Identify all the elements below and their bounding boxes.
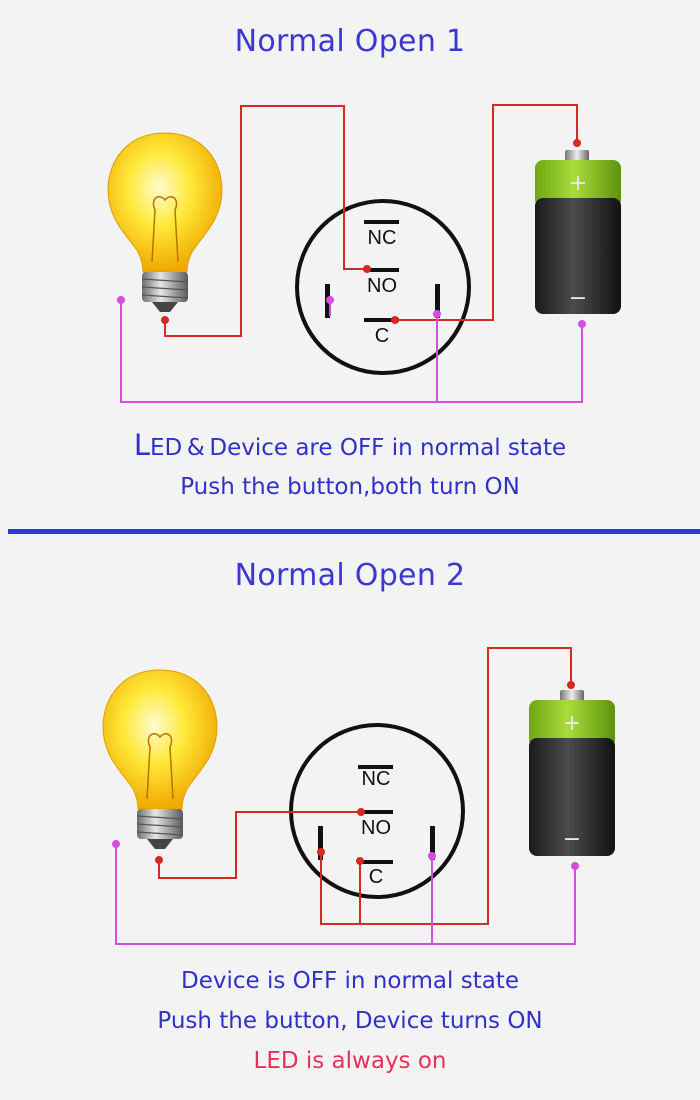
section1-caption-line2: Push the button,both turn ON <box>180 474 520 500</box>
no-label: NO <box>361 817 391 839</box>
nc-terminal <box>364 220 399 224</box>
magenta-wires <box>115 844 576 945</box>
battery-icon: + − <box>535 150 621 314</box>
battery-plus-label: + <box>569 171 587 196</box>
c-label: C <box>375 325 389 347</box>
caption-initial: L <box>133 428 150 462</box>
light-bulb-icon <box>107 132 223 312</box>
diagram-normal-open-1: + − NC NO C <box>107 104 621 403</box>
nc-label: NC <box>368 227 397 249</box>
led-terminal-right <box>435 284 440 318</box>
caption-rest: ED & Device are OFF in normal state <box>150 435 567 461</box>
no-terminal <box>364 268 399 272</box>
battery-minus-label: − <box>563 827 581 852</box>
c-label: C <box>369 866 383 888</box>
battery-plus-label: + <box>563 711 581 736</box>
section2-caption-line1: Device is OFF in normal state <box>181 968 519 994</box>
section2-caption-line2: Push the button, Device turns ON <box>157 1008 543 1034</box>
light-bulb-icon <box>102 669 218 849</box>
nc-terminal <box>358 765 393 769</box>
red-wires <box>158 647 572 925</box>
c-terminal <box>364 318 399 322</box>
red-wires <box>164 104 578 337</box>
c-terminal <box>358 860 393 864</box>
no-label: NO <box>367 275 397 297</box>
nc-label: NC <box>362 768 391 790</box>
section2-caption-line3: LED is always on <box>253 1048 447 1074</box>
led-terminal-left <box>318 826 323 860</box>
section-divider <box>8 529 700 534</box>
section2-title: Normal Open 2 <box>234 558 466 593</box>
magenta-wires <box>120 300 583 403</box>
section1-title: Normal Open 1 <box>234 24 466 59</box>
junction-dots <box>117 139 586 328</box>
battery-icon: + − <box>529 690 615 856</box>
push-button-switch: NC NO C <box>295 199 471 375</box>
led-terminal-right <box>430 826 435 860</box>
battery-minus-label: − <box>569 286 587 311</box>
junction-dots <box>112 681 579 870</box>
section1-caption-line1: LED & Device are OFF in normal state <box>0 428 700 462</box>
diagram-normal-open-2: + − NC NO C <box>102 647 615 945</box>
no-terminal <box>358 810 393 814</box>
